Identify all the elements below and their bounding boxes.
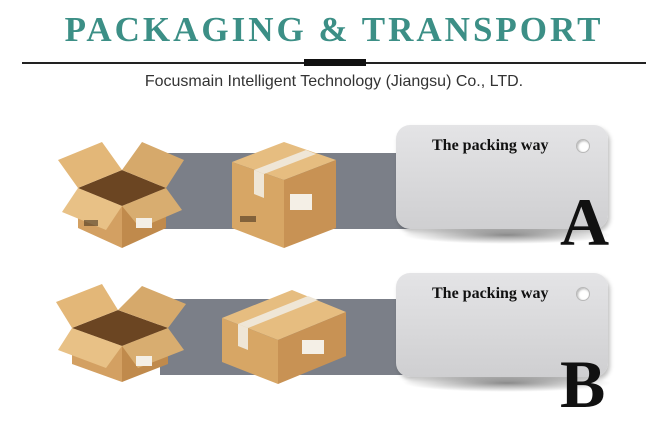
title-divider-accent bbox=[304, 59, 366, 66]
tag-shadow-a bbox=[402, 226, 612, 244]
closed-box-icon-b bbox=[222, 290, 346, 384]
packing-tag-a: The packing way bbox=[396, 125, 608, 229]
open-box-icon-b bbox=[56, 284, 186, 382]
tag-hole-icon bbox=[576, 139, 590, 153]
tag-hole-icon bbox=[576, 287, 590, 301]
packing-label-b: The packing way bbox=[432, 285, 549, 302]
page-title: PACKAGING & TRANSPORT bbox=[64, 10, 604, 49]
packing-label-a: The packing way bbox=[432, 137, 549, 154]
closed-box-icon-a bbox=[232, 142, 336, 248]
section-letter-b: B bbox=[560, 346, 606, 422]
tag-shadow-b bbox=[402, 374, 612, 392]
open-box-icon-a bbox=[58, 142, 184, 248]
packing-tag-b: The packing way bbox=[396, 273, 608, 377]
section-letter-a: A bbox=[560, 184, 610, 260]
company-name: Focusmain Intelligent Technology (Jiangs… bbox=[144, 73, 524, 90]
